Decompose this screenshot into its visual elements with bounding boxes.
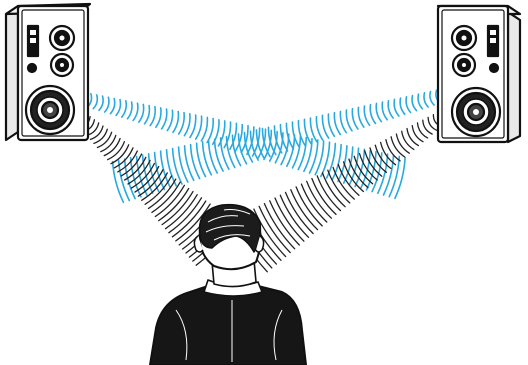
left-speaker-icon [6, 4, 90, 140]
wave-line [122, 101, 126, 117]
wave-line [394, 99, 399, 116]
wave-line [352, 109, 358, 129]
wave-line [406, 97, 411, 113]
wave-line [116, 100, 120, 116]
wave-line [382, 102, 387, 120]
wave-line [99, 96, 103, 110]
wave-line [310, 140, 318, 173]
wave-line [349, 159, 368, 188]
wave-line [340, 111, 346, 132]
wave-line [196, 116, 202, 139]
wave-line [93, 95, 97, 109]
wave-line [203, 142, 212, 175]
wave-line [328, 114, 334, 136]
wave-line [338, 146, 347, 182]
right-speaker-icon [438, 6, 520, 142]
wave-line [400, 98, 405, 114]
wave-line [364, 106, 369, 125]
wave-line [185, 146, 194, 181]
wave-line [190, 115, 196, 137]
wave-line [173, 112, 178, 133]
wave-line [133, 103, 138, 120]
wave-line [197, 143, 206, 176]
wave-line [358, 107, 363, 127]
wave-line [430, 92, 434, 106]
wave-line [424, 93, 428, 107]
wave-line [191, 145, 200, 179]
wave-line [376, 103, 381, 121]
wave-line [423, 120, 432, 134]
wave-line [179, 147, 188, 182]
wave-line [139, 104, 144, 122]
wave-line [167, 110, 172, 130]
wave-line [105, 97, 109, 112]
wave-line [334, 113, 340, 135]
wave-line [162, 109, 167, 129]
wave-line [327, 143, 336, 178]
wave-line [332, 145, 341, 180]
wave-line [315, 141, 323, 175]
wave-line [111, 145, 129, 164]
wave-line [370, 105, 375, 124]
wave-line [388, 101, 393, 118]
wave-line [179, 113, 184, 134]
wave-line [418, 94, 422, 109]
wave-line [173, 149, 182, 185]
wave-line [156, 108, 161, 127]
wave-line [428, 117, 437, 130]
wave-line [349, 148, 358, 185]
wave-line [346, 110, 352, 131]
wave-line [184, 114, 190, 136]
wave-line [110, 99, 114, 114]
wave-line [145, 106, 150, 124]
wave-line [118, 151, 138, 172]
wave-line [128, 102, 133, 119]
wave-line [412, 96, 416, 111]
wave-line [150, 107, 155, 126]
wave-line [209, 141, 218, 174]
